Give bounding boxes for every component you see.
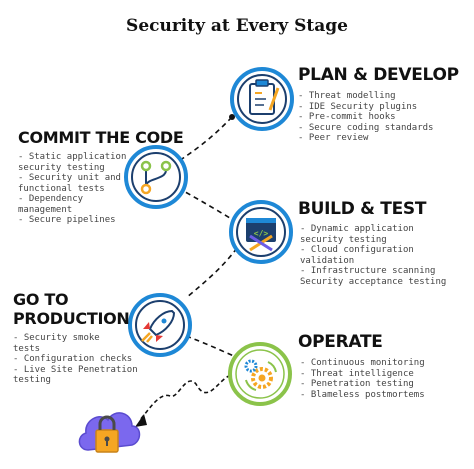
list-item: Security smoke <box>13 333 138 344</box>
go-to-production-heading-line2: PRODUCTION <box>13 309 130 328</box>
list-item: Live Site Penetration <box>13 365 138 376</box>
list-item: functional tests <box>18 183 105 194</box>
list-item: Static application <box>18 152 127 163</box>
list-item: tests <box>13 343 41 354</box>
operate-list: Continuous monitoring Threat intelligenc… <box>300 358 425 400</box>
list-item: security testing <box>18 162 105 173</box>
list-item: Peer review <box>298 133 433 144</box>
list-item: IDE Security plugins <box>298 102 433 113</box>
list-item: Cloud configuration <box>300 245 446 256</box>
go-to-production-heading-line1: GO TO <box>13 290 69 309</box>
commit-code-list: Static application security testing Secu… <box>18 152 126 226</box>
build-test-list: Dynamic application security testing Clo… <box>300 224 446 287</box>
plan-develop-list: Threat modelling IDE Security plugins Pr… <box>298 91 434 144</box>
go-to-production-list: Security smoke tests Configuration check… <box>13 333 138 386</box>
list-item: Continuous monitoring <box>300 358 425 369</box>
page-title: Security at Every Stage <box>126 16 348 36</box>
list-item: Secure pipelines <box>18 215 126 226</box>
list-item: Security unit and <box>18 173 126 184</box>
build-test-heading: BUILD & TEST <box>298 199 427 219</box>
list-item: Security acceptance testing <box>300 276 447 287</box>
list-item: Penetration testing <box>300 379 425 390</box>
list-item: Pre-commit hooks <box>298 112 433 123</box>
list-item: Dependency <box>18 194 126 205</box>
operate-heading: OPERATE <box>298 332 383 352</box>
list-item: management <box>18 204 73 215</box>
list-item: Dynamic application <box>300 224 446 235</box>
list-item: validation <box>300 255 355 266</box>
plan-develop-heading: PLAN & DEVELOP <box>298 65 459 85</box>
list-item: testing <box>13 375 51 385</box>
list-item: Threat modelling <box>298 91 433 102</box>
commit-code-heading: COMMIT THE CODE <box>18 128 184 147</box>
list-item: Configuration checks <box>13 354 138 365</box>
list-item: security testing <box>300 234 387 245</box>
list-item: Threat intelligence <box>300 369 425 380</box>
list-item: Blameless postmortems <box>300 390 425 401</box>
list-item: Secure coding standards <box>298 123 434 134</box>
list-item: Infrastructure scanning <box>300 266 446 277</box>
